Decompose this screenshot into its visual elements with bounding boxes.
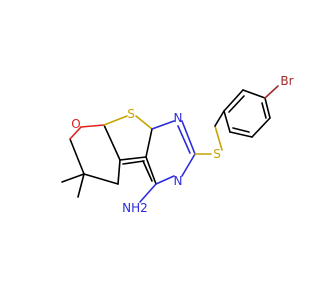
bond-c7-c8	[83, 173, 119, 185]
atom-br: Br	[280, 74, 293, 88]
bond-n1-c2-double	[177, 125, 191, 154]
bond-me2	[77, 173, 85, 198]
bond-c10-c11	[145, 128, 153, 158]
bond-c6-c10	[119, 156, 147, 161]
bond-n3-c4	[155, 175, 175, 185]
bond-c5-s	[103, 115, 128, 126]
bond-ph3-ph4	[264, 97, 271, 119]
bond-c4-c10	[145, 156, 157, 185]
atom-n-upper: N	[174, 111, 183, 125]
bond-ph-br	[264, 85, 279, 99]
bond-c11-n1	[151, 120, 175, 130]
bond-ph6-ph1	[223, 110, 231, 133]
bond-o-c9	[69, 126, 82, 140]
bond-ch2-ring	[214, 110, 225, 127]
bond-c6-c10-double	[122, 160, 145, 165]
bond-ph-inner-3	[232, 127, 250, 133]
bond-ph4-ph5	[251, 117, 271, 138]
atom-s-thiophene: S	[127, 107, 135, 121]
bond-c6-c5	[103, 124, 121, 161]
atom-o-pyran: O	[71, 117, 80, 131]
bond-c4-nh2	[139, 183, 157, 203]
bond-c5-o	[80, 124, 105, 128]
bond-c8-c9	[69, 138, 85, 175]
canvas-background	[0, 0, 300, 300]
bonds	[61, 85, 279, 203]
bond-me1	[61, 173, 85, 183]
bond-s-c11	[135, 115, 153, 130]
bond-ph5-ph6	[229, 131, 253, 138]
bond-c7-c6	[117, 159, 121, 185]
bond-s-ch2	[214, 125, 223, 151]
bond-c4-c10-double	[142, 160, 153, 182]
atom-labels: S S N N O Br NH2	[71, 74, 293, 215]
bond-n1-c2	[181, 120, 196, 155]
bond-c2-n3	[181, 153, 196, 177]
bond-ph1-ph2	[223, 89, 244, 112]
atom-s-thioether: S	[213, 147, 221, 161]
bond-ph-inner-1	[228, 95, 245, 113]
bond-ph-inner-2	[261, 102, 267, 119]
atom-n-lower: N	[174, 174, 183, 188]
molecule-structure: S S N N O Br NH2	[0, 0, 300, 300]
bond-ph2-ph3	[242, 89, 266, 99]
atom-nh2: NH2	[122, 201, 148, 215]
